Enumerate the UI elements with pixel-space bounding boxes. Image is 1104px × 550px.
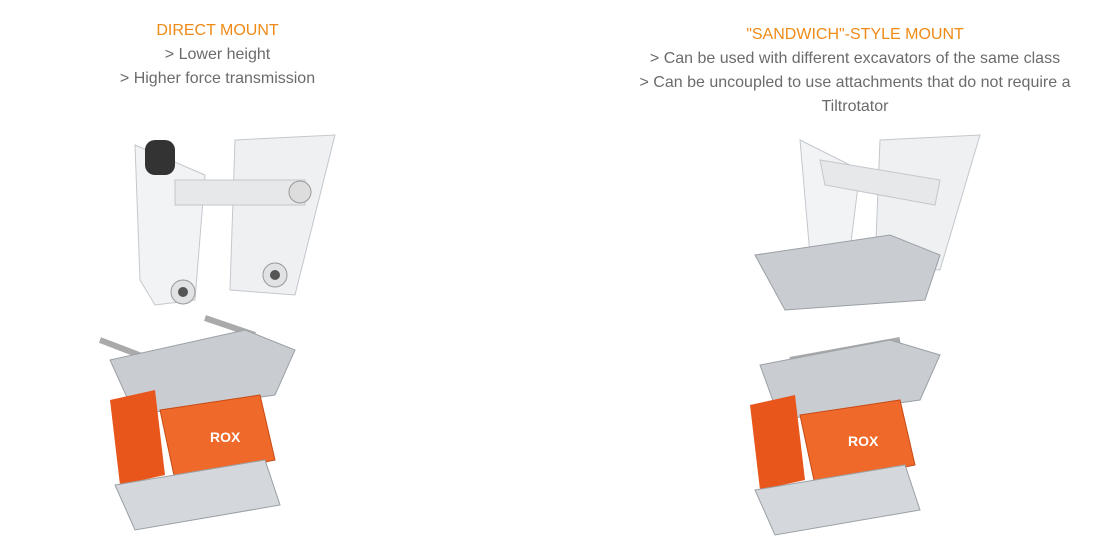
excavator-arm-with-coupler xyxy=(754,134,981,311)
rox-logo: ROX xyxy=(848,433,879,449)
direct-mount-title: DIRECT MOUNT xyxy=(156,22,279,39)
sandwich-mount-illustration: ROX xyxy=(750,134,981,536)
excavator-arm-linkage xyxy=(134,134,336,306)
direct-mount-section: DIRECT MOUNT > Lower height > Higher for… xyxy=(60,19,375,91)
quick-coupler xyxy=(759,337,941,421)
direct-mount-point: > Lower height xyxy=(164,46,271,63)
direct-mount-point: > Higher force transmission xyxy=(119,70,316,87)
sandwich-mount-point: > Can be uncoupled to use attachments th… xyxy=(639,74,1071,115)
direct-mount-illustration: ROX xyxy=(98,134,336,531)
sandwich-mount-section: "SANDWICH"-STYLE MOUNT > Can be used wit… xyxy=(610,23,1100,119)
tiltrotator-body: ROX xyxy=(750,395,921,536)
quick-coupler xyxy=(98,315,296,416)
sandwich-mount-point: > Can be used with different excavators … xyxy=(649,50,1061,67)
sandwich-mount-title: "SANDWICH"-STYLE MOUNT xyxy=(746,26,964,43)
rox-logo: ROX xyxy=(210,429,241,445)
tiltrotator-body: ROX xyxy=(110,390,281,531)
